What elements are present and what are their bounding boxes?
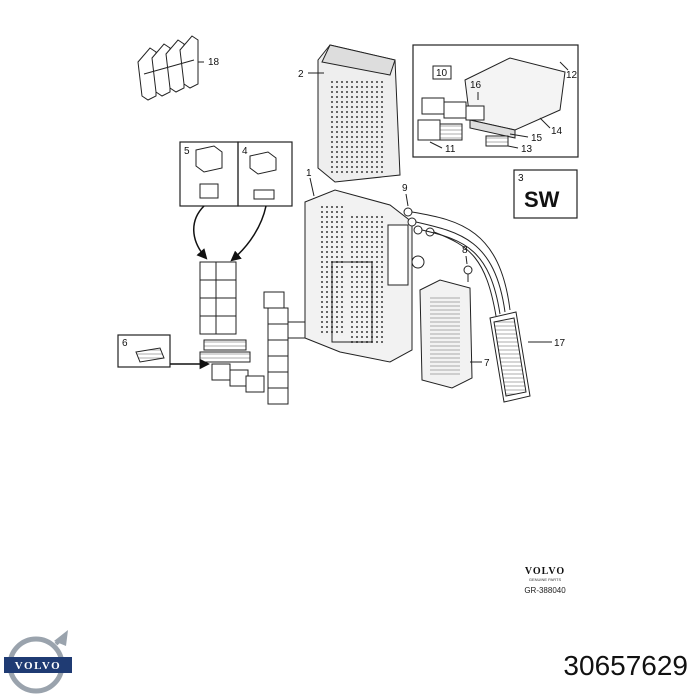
part-7-fuse-block: [419, 279, 473, 389]
callout-3: 3: [518, 173, 524, 184]
callout-11: 11: [445, 144, 456, 155]
callout-17: 17: [554, 338, 566, 349]
callout-2: 2: [298, 69, 304, 80]
relay-stack-right: [263, 291, 307, 405]
callout-16: 16: [470, 80, 482, 91]
part-17-label-sheet: [489, 311, 531, 403]
callout-10: 10: [436, 68, 448, 79]
callout-15: 15: [531, 133, 543, 144]
callout-1: 1: [306, 168, 312, 179]
part-8-screw: [463, 265, 473, 282]
detail-box-3: [513, 169, 578, 219]
callout-6: 6: [122, 338, 128, 349]
callout-4: 4: [242, 146, 248, 157]
callout-18: 18: [208, 57, 220, 68]
callout-13: 13: [521, 144, 533, 155]
part-18-clip-set: [137, 35, 204, 101]
part-2-connector-module: [317, 44, 401, 183]
part-1-central-module: [304, 189, 425, 363]
callout-9: 9: [402, 183, 408, 194]
callout-7: 7: [484, 358, 490, 369]
part-11-relay-block: [417, 97, 485, 141]
callout-8: 8: [462, 245, 468, 256]
reference-code: GR-388040: [524, 586, 566, 595]
callout-10-box: [432, 65, 452, 80]
part-5-relay: [195, 145, 223, 199]
part-number: 30657629: [563, 650, 688, 681]
part-6-fuse: [135, 347, 165, 363]
callout-14: 14: [551, 126, 563, 137]
volvo-logo: VOLVO: [4, 630, 72, 694]
part-13-fuse: [485, 135, 509, 147]
part-9-ring-terminals: [403, 207, 511, 317]
box-3-code: SW: [524, 187, 560, 212]
part-14-tray: [464, 57, 566, 139]
callout-12: 12: [566, 70, 578, 81]
detail-box-parts-10-16: [412, 44, 579, 158]
brand-small-sub: GENUINE PARTS: [529, 577, 562, 582]
callout-5: 5: [184, 146, 190, 157]
detail-box-4: [237, 141, 293, 207]
logo-wordmark: VOLVO: [15, 660, 61, 672]
relay-stack-left: [199, 261, 265, 393]
detail-box-6: [117, 334, 171, 368]
part-4-relay: [249, 151, 277, 200]
brand-small-mark: VOLVO: [525, 566, 565, 577]
